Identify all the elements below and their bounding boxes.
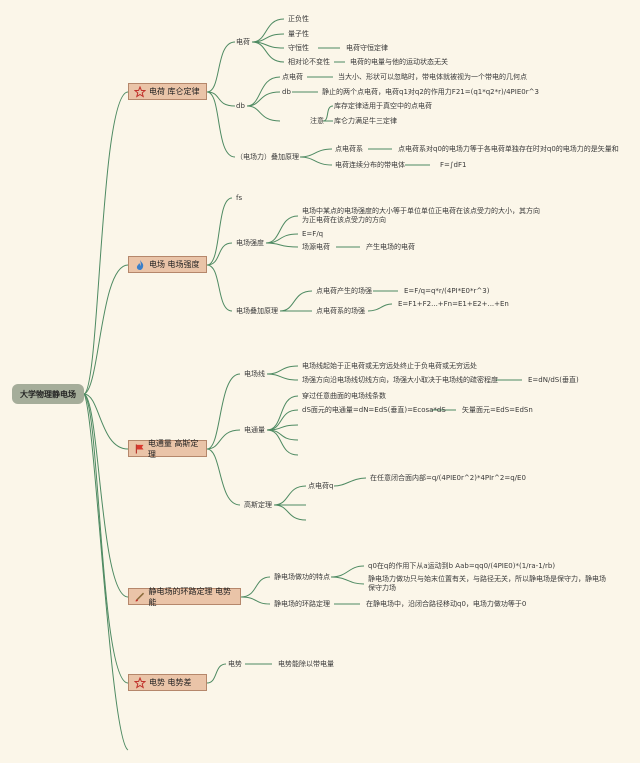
flame-icon (136, 259, 144, 270)
section-label: 电荷 库仑定律 (149, 87, 200, 96)
leaf: 电场中某点的电场强度的大小等于单位单位正电荷在该点受力的大小，其方向为正电荷在该… (302, 207, 540, 224)
leaf: 场源电荷 (302, 243, 330, 251)
leaf-note: E=F/q=q*r/(4PI*E0*r^3) (404, 287, 490, 295)
node-circulation-theorem[interactable]: 静电场的环路定理 (274, 600, 330, 608)
leaf: q0在q的作用下从a运动到b Aab=qq0/(4PIE0)*(1/ra-1/r… (368, 562, 556, 570)
section-label: 静电场的环路定理 电势能 (148, 586, 232, 607)
flag-icon (135, 443, 144, 454)
leaf: E=F/q (302, 230, 324, 238)
star-icon (134, 85, 146, 98)
leaf: 电荷连续分布的带电体 (335, 161, 405, 169)
section-label: 电场 电场强度 (149, 260, 200, 269)
node-field-lines[interactable]: 电场线 (244, 370, 265, 378)
star-icon (134, 676, 146, 689)
leaf-note: F=∫dF1 (440, 161, 467, 169)
leaf-note: E=dN/dS(垂直) (528, 376, 579, 384)
section-circulation[interactable]: 静电场的环路定理 电势能 (128, 586, 241, 607)
leaf-note: 在任意闭合面内部=q/(4PIE0r^2)*4PIr^2=q/E0 (370, 474, 526, 482)
leaf: 相对论不变性 (288, 58, 330, 66)
leaf-note: E=F1+F2...+Fn=E1+E2+...+En (398, 300, 509, 308)
leaf: 正负性 (288, 15, 309, 23)
node-db[interactable]: db (236, 102, 245, 110)
leaf: 点电荷产生的场强 (316, 287, 372, 295)
leaf: 注意 (310, 117, 324, 125)
section-label: 电势 电势差 (149, 678, 192, 687)
node-work-features[interactable]: 静电场做功的特点 (274, 573, 330, 581)
leaf: db (282, 88, 291, 96)
brush-icon (135, 592, 145, 601)
node-flux[interactable]: 电通量 (244, 426, 265, 434)
node-field-superposition[interactable]: 电场叠加原理 (236, 307, 278, 315)
node-fs[interactable]: fs (236, 194, 243, 202)
leaf: 点电荷 (282, 73, 303, 81)
section-label: 电通量 高斯定理 (147, 438, 199, 459)
leaf-note: 库存定律适用于真空中的点电荷 (334, 102, 432, 110)
leaf-note: 电荷守恒定律 (346, 44, 388, 52)
leaf: 量子性 (288, 30, 309, 38)
leaf: dS面元的电通量=dN=EdS(垂直)=Ecosa*dS (302, 406, 446, 414)
node-superposition-force[interactable]: （电场力）叠加原理 (236, 153, 299, 161)
leaf: 场强方向沿电场线切线方向，场强大小取决于电场线的疏密程度 (302, 376, 498, 384)
leaf: 点电荷q (308, 482, 334, 490)
leaf-note: 点电荷系对q0的电场力等于各电荷单独存在时对q0的电场力的是矢量和 (398, 145, 619, 153)
section-gauss[interactable]: 电通量 高斯定理 (128, 438, 207, 459)
node-field-strength[interactable]: 电场强度 (236, 239, 264, 247)
leaf-note: 产生电场的电荷 (366, 243, 415, 251)
node-potential[interactable]: 电势 (228, 660, 242, 668)
leaf: 守恒性 (288, 44, 309, 52)
leaf-note: 矢量面元=EdS=EdSn (462, 406, 533, 414)
section-electric-field[interactable]: 电场 电场强度 (128, 256, 207, 273)
leaf: 静电场力做功只与始末位置有关，与路径无关，所以静电场是保守力，静电场保守力场 (368, 575, 606, 592)
leaf: 电势能除以带电量 (278, 660, 334, 668)
node-charge[interactable]: 电荷 (236, 38, 250, 46)
node-gauss-law[interactable]: 高斯定理 (244, 501, 272, 509)
section-potential[interactable]: 电势 电势差 (128, 674, 207, 691)
leaf: 点电荷系的场强 (316, 307, 365, 315)
leaf: 在静电场中，沿闭合路径移动q0，电场力做功等于0 (366, 600, 527, 608)
leaf-note: 静止的两个点电荷，电荷q1对q2的作用力F21=(q1*q2*r)/4PIE0r… (322, 88, 539, 96)
leaf-note: 库仑力满足牛三定律 (334, 117, 397, 125)
leaf-note: 电荷的电量与他的运动状态无关 (350, 58, 448, 66)
leaf: 穿过任意曲面的电场线条数 (302, 392, 386, 400)
leaf: 电场线起始于正电荷或无穷远处终止于负电荷或无穷远处 (302, 362, 477, 370)
root-node[interactable]: 大学物理静电场 (12, 384, 84, 404)
leaf-note: 当大小、形状可以忽略时，带电体就被视为一个带电的几何点 (338, 73, 527, 81)
leaf: 点电荷系 (335, 145, 363, 153)
section-coulomb[interactable]: 电荷 库仑定律 (128, 83, 207, 100)
